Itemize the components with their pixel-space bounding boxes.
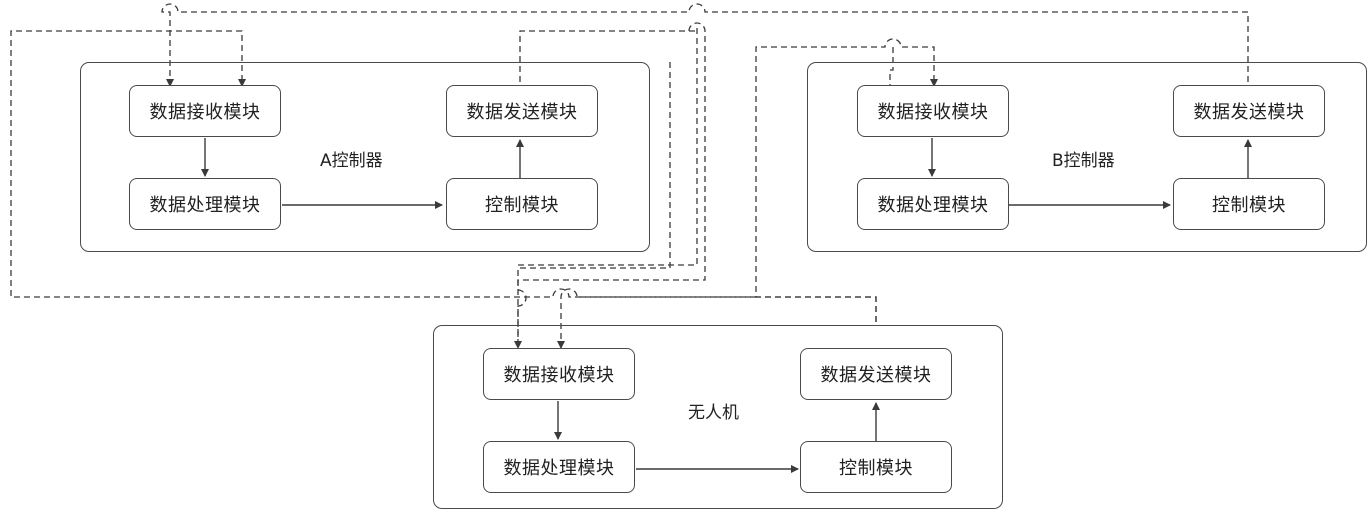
a-controller-title: A控制器 [320, 151, 383, 171]
a-send-module: 数据发送模块 [446, 85, 598, 137]
b-receive-module: 数据接收模块 [857, 85, 1009, 137]
drone-send-module: 数据发送模块 [800, 348, 952, 400]
b-controller-title: B控制器 [1052, 151, 1115, 171]
drone-title: 无人机 [688, 403, 739, 423]
link-a-send-to-b-receive [518, 28, 698, 266]
link-drone-send-to-a-receive [10, 30, 877, 322]
a-control-module: 控制模块 [446, 178, 598, 230]
drone-control-module: 控制模块 [800, 441, 952, 493]
drone-group [433, 325, 1003, 509]
link-b-send-to-a-receive [161, 3, 1249, 87]
b-controller-group [807, 62, 1367, 252]
link-a-to-drone-receive-2 [517, 62, 671, 348]
link-b-send-to-drone-receive [561, 47, 894, 348]
drone-process-module: 数据处理模块 [483, 441, 635, 493]
b-process-module: 数据处理模块 [857, 178, 1009, 230]
drone-receive-module: 数据接收模块 [483, 348, 635, 400]
a-receive-module: 数据接收模块 [129, 85, 281, 137]
b-send-module: 数据发送模块 [1173, 85, 1325, 137]
a-controller-group [80, 62, 650, 252]
link-drone-send-to-b-receive [755, 38, 938, 322]
b-control-module: 控制模块 [1173, 178, 1325, 230]
a-process-module: 数据处理模块 [129, 178, 281, 230]
